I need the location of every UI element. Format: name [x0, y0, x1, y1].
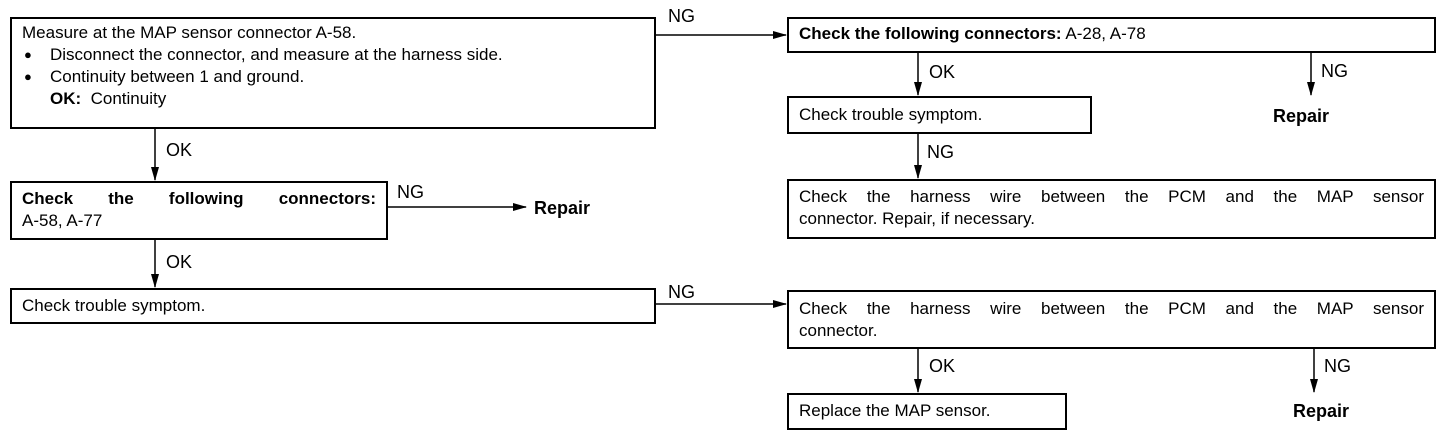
- step-check-trouble-symptom-1: Check trouble symptom.: [10, 288, 656, 324]
- branch-label-ng: NG: [668, 6, 695, 26]
- step-connectors: A-58, A-77: [22, 211, 103, 230]
- repair-terminal: Repair: [1273, 106, 1330, 126]
- step-text-line2: connector. Repair, if necessary.: [799, 209, 1035, 228]
- repair-terminal: Repair: [1293, 401, 1350, 421]
- step-heading-text: Check the following connectors:: [22, 189, 376, 208]
- branch-label-ok: OK: [166, 140, 193, 160]
- step-text-line1: Check the harness wire between the PCM a…: [799, 187, 1424, 206]
- repair-terminal: Repair: [534, 198, 591, 218]
- ok-criteria: OK: Continuity: [22, 88, 644, 110]
- branch-label-ng: NG: [668, 282, 695, 302]
- step-text-line2: connector.: [799, 321, 878, 340]
- branch-label-ng: NG: [1324, 356, 1351, 376]
- step-replace-map-sensor: Replace the MAP sensor.: [787, 393, 1067, 430]
- branch-label-ok: OK: [929, 62, 956, 82]
- step-text-line1: Check the harness wire between the PCM a…: [799, 299, 1424, 318]
- bullet-item: Continuity between 1 and ground.: [22, 66, 644, 88]
- step-check-trouble-symptom-2: Check trouble symptom.: [787, 96, 1092, 134]
- step-connectors: A-28, A-78: [1061, 24, 1146, 43]
- ok-criteria-value: Continuity: [90, 89, 167, 108]
- branch-label-ok: OK: [166, 252, 193, 272]
- step-title: Measure at the MAP sensor connector A-58…: [22, 23, 357, 42]
- branch-label-ng: NG: [1321, 61, 1348, 81]
- step-check-connectors-a58-a77: Check the following connectors: A-58, A-…: [10, 181, 388, 240]
- step-check-harness: Check the harness wire between the PCM a…: [787, 290, 1436, 349]
- step-text: Check trouble symptom.: [22, 296, 206, 315]
- branch-label-ng: NG: [397, 182, 424, 202]
- ok-criteria-label: OK:: [50, 89, 82, 108]
- step-measure-map-sensor: Measure at the MAP sensor connector A-58…: [10, 17, 656, 129]
- step-text: Replace the MAP sensor.: [799, 401, 991, 420]
- step-heading: Check the following connectors:: [22, 188, 376, 210]
- branch-label-ok: OK: [929, 356, 956, 376]
- bullet-item: Disconnect the connector, and measure at…: [22, 44, 644, 66]
- step-text: Check the following connectors: A-28, A-…: [799, 23, 1424, 45]
- step-heading-text: Check the following connectors:: [799, 24, 1062, 43]
- step-text: Check trouble symptom.: [799, 105, 983, 124]
- step-check-harness-repair: Check the harness wire between the PCM a…: [787, 179, 1436, 239]
- step-check-connectors-a28-a78: Check the following connectors: A-28, A-…: [787, 17, 1436, 53]
- branch-label-ng: NG: [927, 142, 954, 162]
